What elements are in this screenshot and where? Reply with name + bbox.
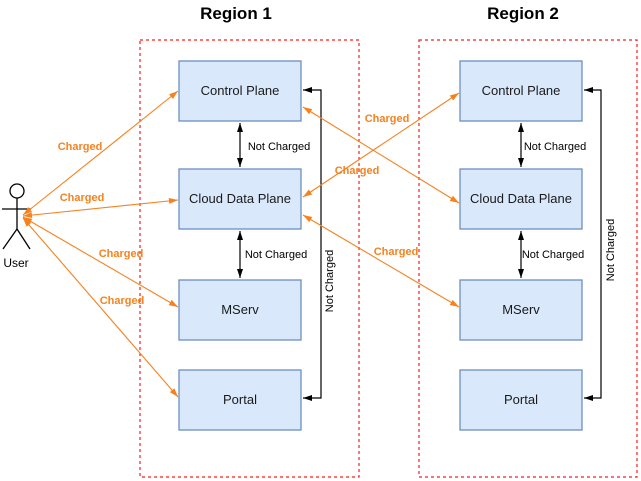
node-region2-mserv-label: MServ (502, 302, 540, 317)
node-region1-portal-label: Portal (223, 392, 257, 407)
notcharged-label-r2-lower: Not Charged (522, 249, 584, 261)
charged-label-cross-upper: Charged (365, 113, 410, 125)
node-region1-mserv-label: MServ (221, 302, 259, 317)
region-2-title: Region 2 (487, 4, 559, 23)
node-region2-cloud-data-plane-label: Cloud Data Plane (470, 191, 572, 206)
user-actor: User (2, 183, 31, 270)
charged-label-user-clouddataplane: Charged (60, 192, 105, 204)
node-region2-mserv (459, 279, 583, 341)
region-2-boundary (418, 39, 638, 478)
region-2-nodes: Control Plane Cloud Data Plane MServ Por… (459, 60, 583, 431)
notcharged-label-r1-vertical: Not Charged (324, 250, 336, 312)
notcharged-label-r2-vertical: Not Charged (605, 219, 617, 281)
edge-r1-clouddataplane-r2-controlplane (302, 92, 460, 198)
node-region2-control-plane-label: Control Plane (482, 83, 561, 98)
node-region2-cloud-data-plane (459, 168, 583, 230)
node-region2-portal (459, 369, 583, 431)
region-1-title: Region 1 (200, 4, 272, 23)
charged-label-cross-middle: Charged (335, 165, 380, 177)
charged-label-cross-mserv: Charged (374, 246, 419, 258)
node-region1-portal (178, 369, 302, 431)
region-1-nodes: Control Plane Cloud Data Plane MServ Por… (178, 60, 302, 431)
user-label: User (3, 256, 28, 270)
edge-r1-controlplane-portal-loop (303, 87, 322, 401)
edge-r1-clouddataplane-r2-mserv (302, 214, 460, 308)
charged-label-user-portal: Charged (100, 295, 145, 307)
edge-user-r1-control-plane (22, 90, 179, 216)
notcharged-label-r1-upper: Not Charged (248, 141, 310, 153)
node-region1-cloud-data-plane-label: Cloud Data Plane (189, 191, 291, 206)
charged-label-user-controlplane: Charged (58, 141, 103, 153)
node-region2-portal-label: Portal (504, 392, 538, 407)
node-region1-control-plane-label: Control Plane (201, 83, 280, 98)
notcharged-label-r1-lower: Not Charged (245, 249, 307, 261)
user-actor-right-leg (16, 228, 31, 250)
edge-r2-controlplane-portal-loop (584, 87, 602, 401)
user-actor-left-leg (2, 228, 18, 250)
edge-user-r1-cloud-data-plane (22, 197, 179, 219)
charged-label-user-mserv: Charged (99, 248, 144, 260)
user-actor-head (9, 183, 25, 199)
edge-user-r1-portal (22, 217, 179, 398)
notcharged-label-r2-upper: Not Charged (524, 141, 586, 153)
node-region1-mserv (178, 279, 302, 341)
node-region1-control-plane (178, 60, 302, 122)
edge-user-r1-mserv (22, 216, 179, 308)
node-region1-cloud-data-plane (178, 168, 302, 230)
node-region2-control-plane (459, 60, 583, 122)
